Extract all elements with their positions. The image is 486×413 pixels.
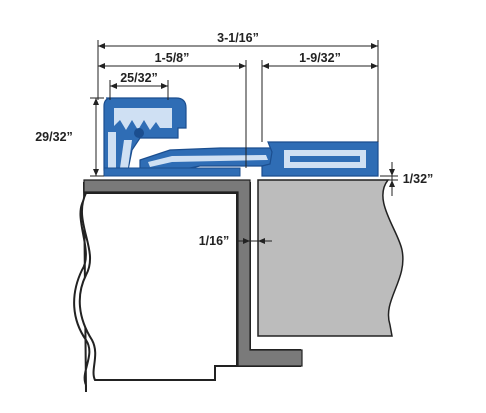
hinge-knuckle <box>103 97 187 171</box>
dim-door-leaf-width: 1-9/32” <box>299 51 341 65</box>
dim-hinge-leaf-width: 1-5/8” <box>155 51 190 65</box>
hinge-door-leaf <box>261 141 379 177</box>
hinge-arm-highlight <box>148 155 268 167</box>
dim-height: 29/32” <box>35 130 73 144</box>
dim-leaf-offset: 1/32” <box>403 172 434 186</box>
dimension-lines <box>90 40 398 256</box>
dim-overall-width: 3-1/16” <box>217 31 259 45</box>
frame-leaf <box>103 167 241 177</box>
door-slab <box>257 179 404 337</box>
wall-body <box>78 192 238 381</box>
dim-knuckle-width: 25/32” <box>120 71 158 85</box>
dimension-arrows <box>93 43 395 244</box>
dim-door-gap: 1/16” <box>199 234 230 248</box>
